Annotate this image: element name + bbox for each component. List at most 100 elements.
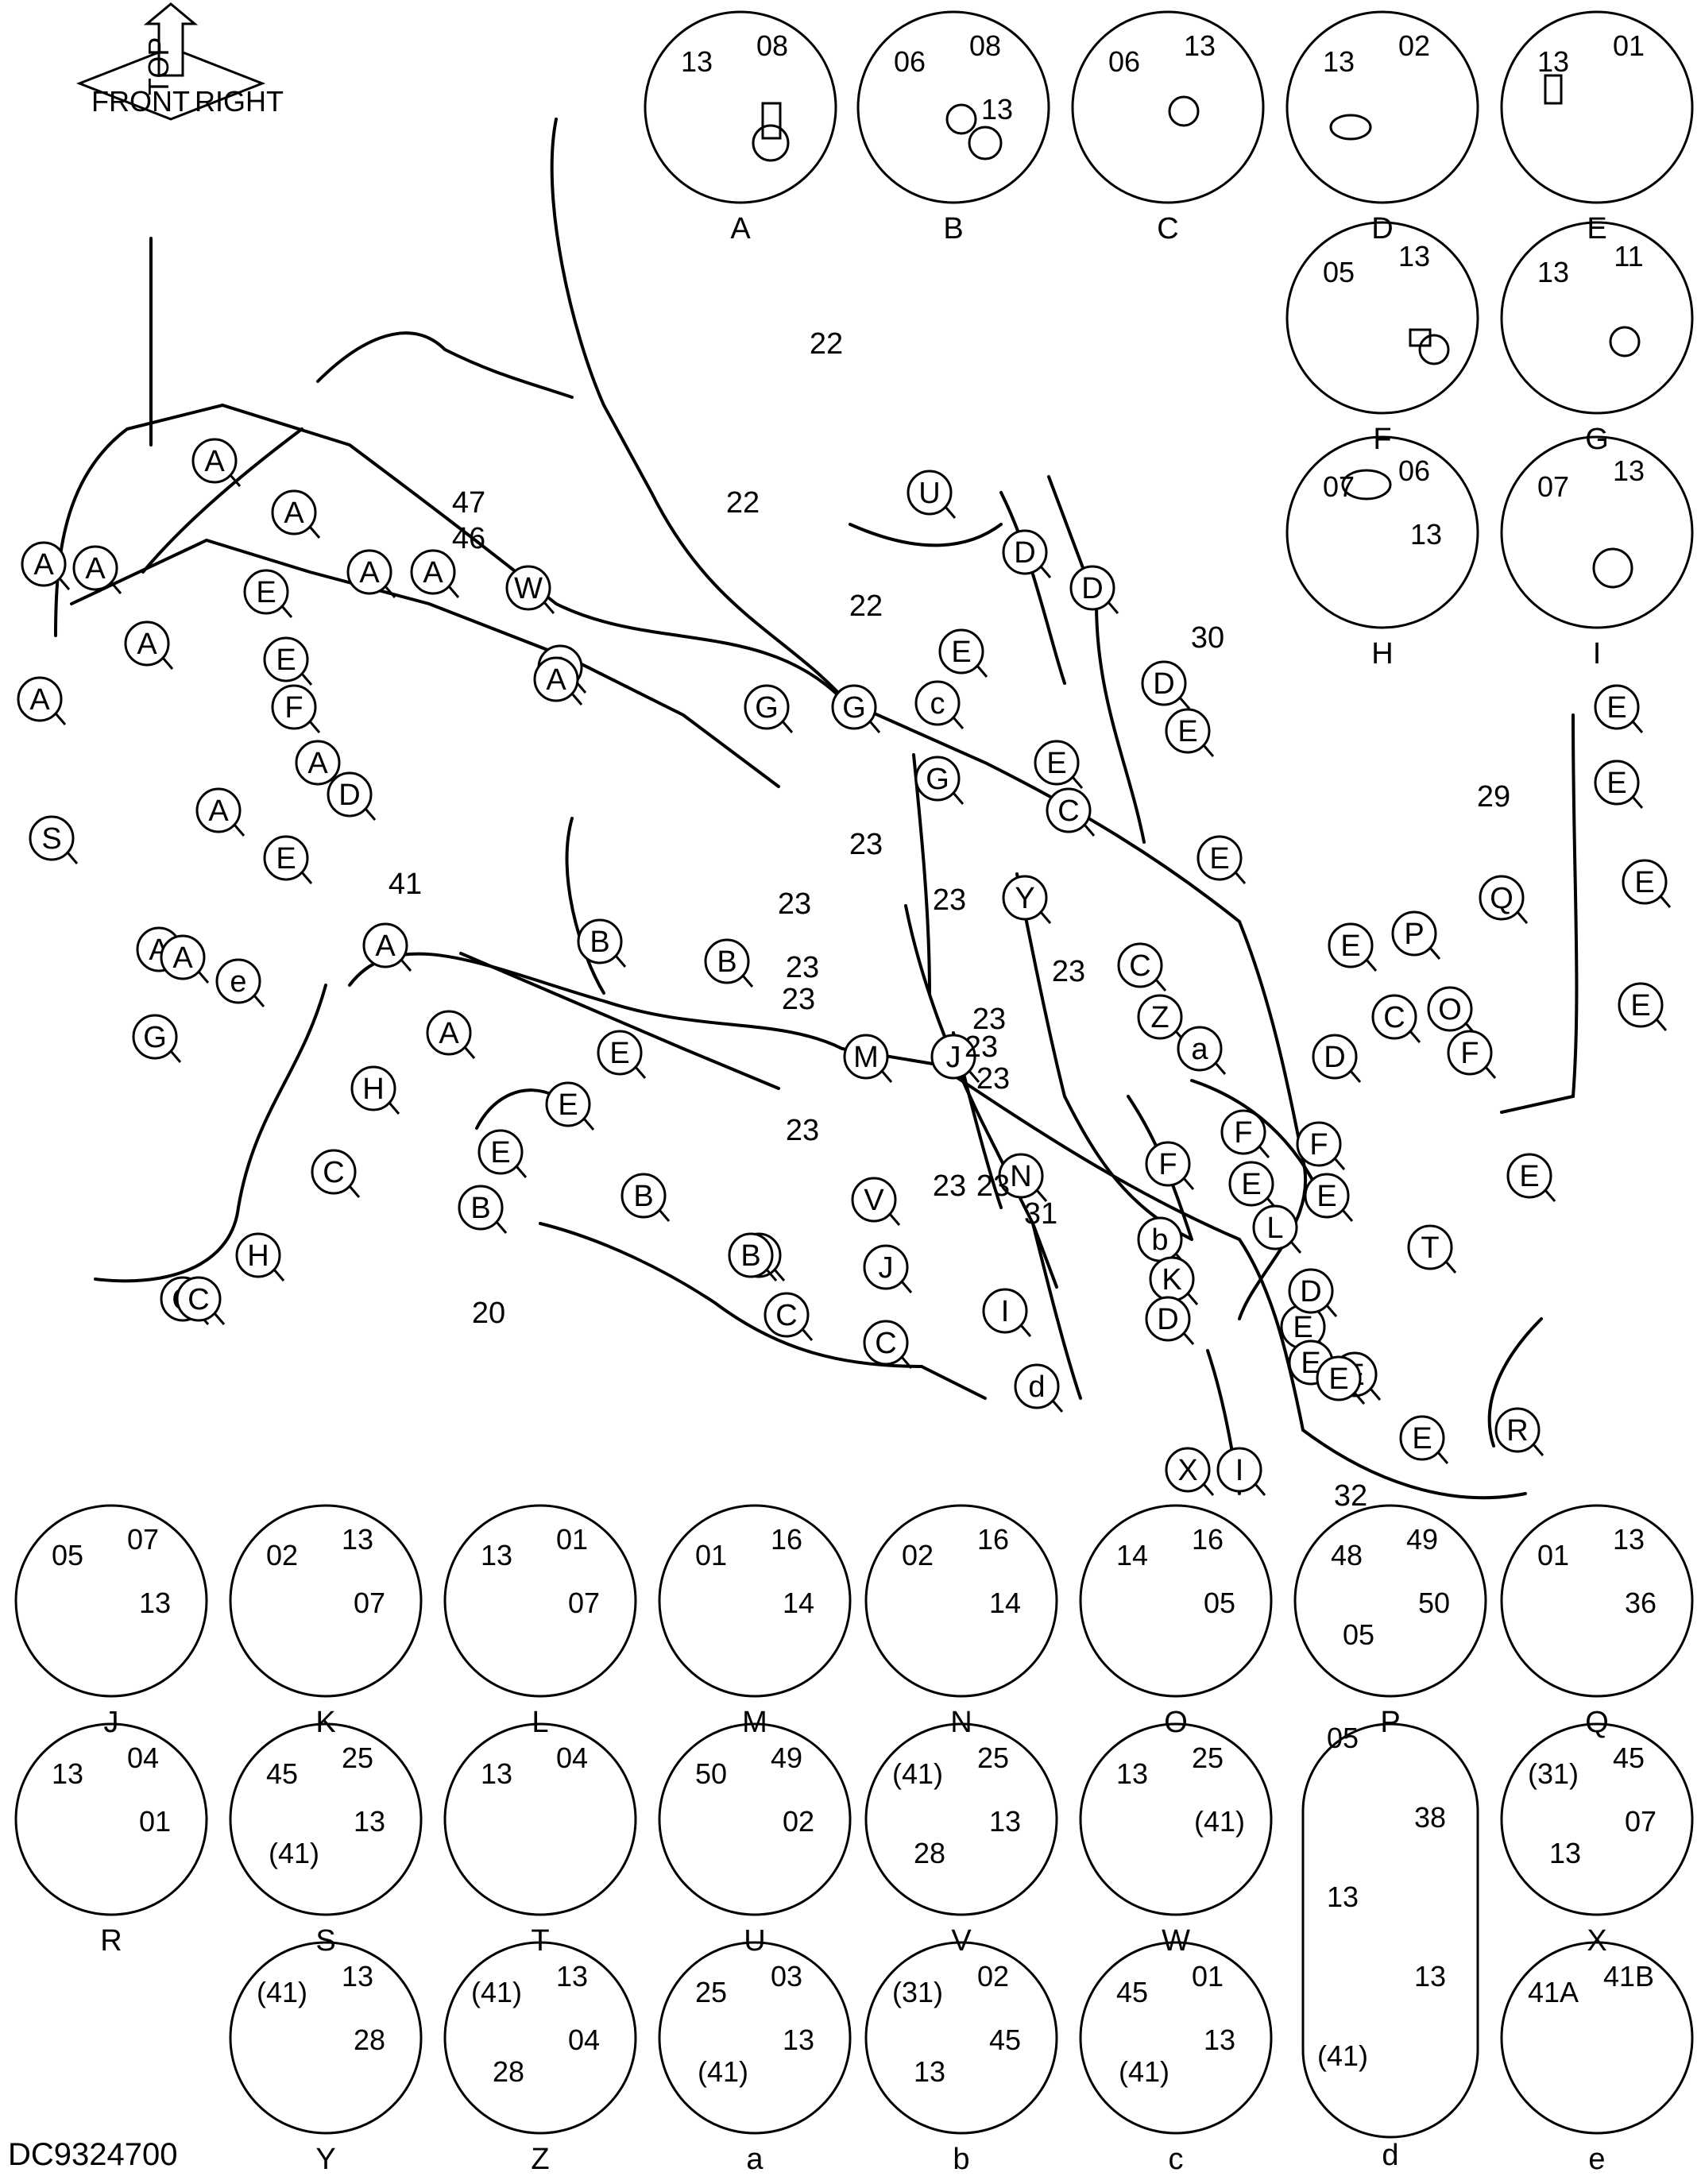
callout-leader: [447, 586, 460, 598]
callout-D: D: [1141, 660, 1191, 709]
callout-V: V: [851, 1177, 901, 1226]
callout-A: A: [410, 549, 460, 598]
detail-part-number: 13: [342, 1960, 373, 1993]
detail-part-number: 08: [756, 29, 788, 62]
callout-circle: [1196, 835, 1243, 881]
callout-leader: [1019, 1324, 1032, 1337]
callout-letter: C: [1129, 949, 1150, 983]
detail-part-number: 13: [1398, 240, 1430, 273]
callout-A: A: [191, 438, 242, 487]
callout-circle: [744, 684, 790, 730]
detail-id-label: A: [730, 212, 751, 245]
callout-A: A: [195, 787, 245, 837]
callout-letter: E: [1630, 989, 1650, 1022]
callout-G: G: [132, 1014, 182, 1063]
callout-circle: [1391, 910, 1437, 957]
part-number-label: 23: [778, 887, 811, 921]
callout-C: C: [1046, 787, 1096, 837]
callout-leader: [348, 1185, 361, 1198]
callout-letter: A: [208, 794, 229, 828]
callout-leader: [1631, 796, 1644, 809]
callout-leader: [1655, 1019, 1668, 1031]
callout-circle: [1002, 529, 1048, 575]
callout-E: E: [263, 835, 313, 884]
callout-letter: A: [33, 548, 54, 582]
detail-part-number: 45: [1613, 1741, 1645, 1774]
callout-P: P: [1391, 910, 1441, 960]
callout-letter: A: [423, 556, 443, 589]
callout-circle: [907, 470, 953, 516]
detail-part-number: (41): [698, 2055, 748, 2088]
part-number-label: 22: [849, 589, 883, 623]
callout-letter: P: [1404, 918, 1424, 951]
callout-letter: E: [490, 1136, 510, 1169]
callout-E: E: [1304, 1173, 1354, 1222]
callout-letter: a: [1191, 1033, 1208, 1066]
callout-circle: [1594, 684, 1640, 730]
callout-leader: [1436, 1451, 1449, 1464]
callout-circle: [1145, 1296, 1191, 1342]
callout-circle: [1252, 1204, 1298, 1250]
callout-letter: E: [951, 636, 971, 669]
callout-leader: [1051, 1400, 1064, 1413]
callout-U: U: [907, 470, 957, 519]
detail-part-number: 01: [556, 1523, 588, 1556]
detail-id-label: Z: [531, 2143, 549, 2176]
callout-leader: [1353, 1392, 1366, 1405]
detail-id-label: T: [531, 1924, 549, 1958]
part-number-label: 32: [1334, 1479, 1367, 1513]
detail-part-number: 13: [783, 2024, 814, 2056]
callout-circle: [914, 680, 961, 726]
detail-id-label: G: [1585, 423, 1609, 456]
callout-letter: E: [609, 1037, 629, 1070]
callout-C: C: [863, 1320, 913, 1369]
callout-A: A: [21, 541, 71, 590]
callout-circle: [1220, 1109, 1266, 1155]
callout-leader: [900, 1281, 913, 1293]
callout-circle: [346, 549, 392, 595]
callout-circle: [1622, 859, 1668, 905]
callout-J: J: [863, 1244, 913, 1293]
callout-M: M: [843, 1034, 893, 1083]
callout-leader: [1186, 1293, 1199, 1305]
callout-letter: A: [85, 552, 106, 586]
callout-leader: [614, 955, 627, 968]
callout-letter: E: [276, 842, 296, 876]
callout-leader: [1289, 1241, 1302, 1254]
callout-circle: [271, 489, 317, 535]
callout-A: A: [17, 676, 67, 725]
callout-circle: [728, 1232, 774, 1278]
detail-part-number: 16: [977, 1523, 1009, 1556]
callout-circle: [477, 1129, 524, 1175]
callout-letter: A: [204, 445, 225, 478]
detail-part-number: 50: [1418, 1587, 1450, 1619]
callout-leader: [1107, 601, 1119, 614]
detail-part-number: 13: [1116, 1757, 1148, 1790]
callout-A: A: [426, 1010, 476, 1059]
callout-letter: D: [338, 779, 360, 812]
detail-id-label: X: [1587, 1924, 1606, 1958]
callout-leader: [253, 995, 265, 1007]
callout-circle: [21, 541, 67, 587]
detail-part-number: 07: [354, 1587, 385, 1619]
callout-letter: G: [143, 1021, 167, 1054]
callout-F: F: [1220, 1109, 1270, 1158]
callout-circle: [914, 756, 961, 802]
callout-leader: [1341, 1209, 1354, 1222]
callout-letter: C: [775, 1299, 797, 1332]
callout-circle: [1228, 1161, 1274, 1207]
callout-W: W: [505, 565, 555, 614]
callout-O: O: [1427, 986, 1477, 1035]
callout-C: C: [311, 1149, 361, 1198]
callout-circle: [863, 1244, 909, 1290]
callout-letter: E: [1241, 1168, 1261, 1201]
callout-circle: [1407, 1224, 1453, 1270]
callout-letter: F: [1234, 1116, 1252, 1150]
detail-part-number: 01: [695, 1539, 727, 1571]
callout-E: E: [1316, 1355, 1366, 1405]
